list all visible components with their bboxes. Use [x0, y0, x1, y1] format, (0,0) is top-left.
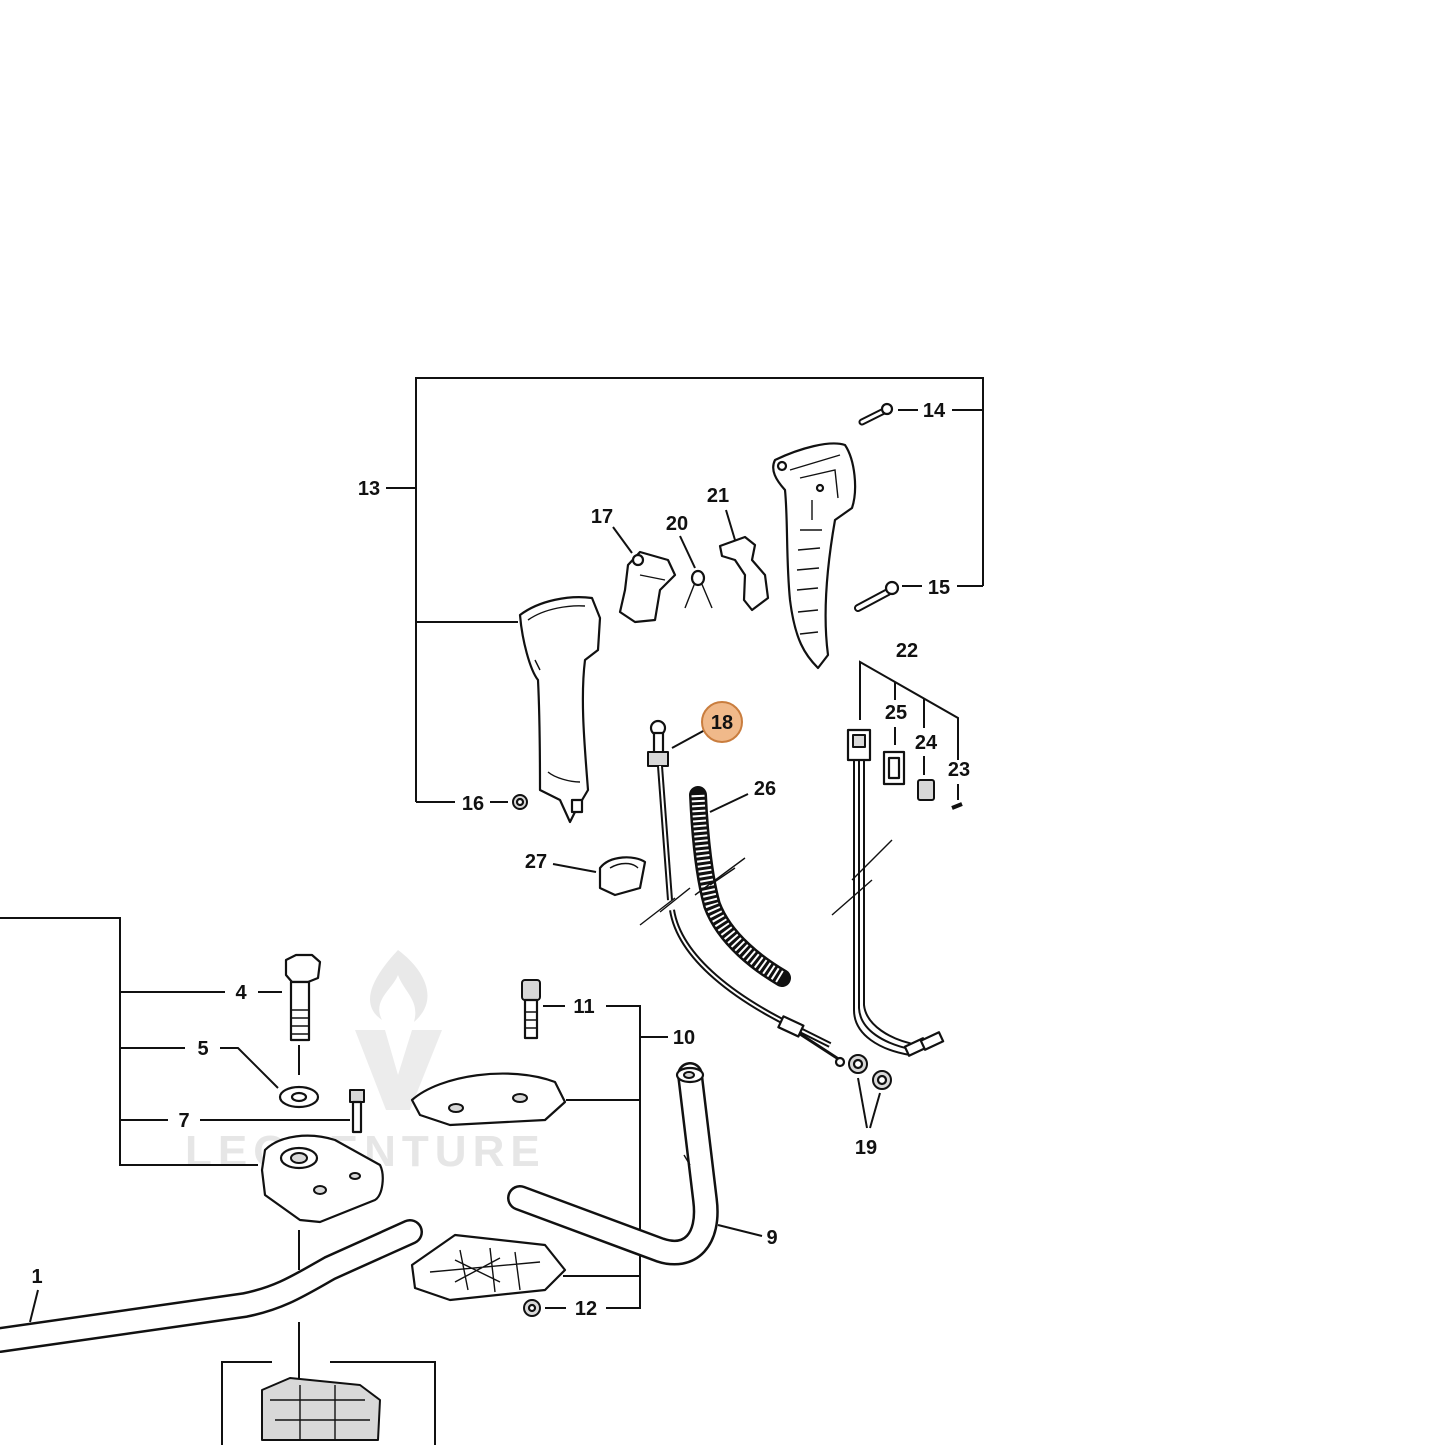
screw-part-23 [951, 802, 963, 810]
callout-15[interactable]: 15 [928, 577, 950, 599]
callout-1[interactable]: 1 [31, 1266, 42, 1288]
plate-part-25 [882, 750, 906, 786]
screw-part-11 [521, 979, 541, 1040]
callout-11[interactable]: 11 [573, 996, 594, 1018]
callout-17[interactable]: 17 [591, 506, 613, 528]
trigger-part-21 [718, 535, 770, 612]
callout-4[interactable]: 4 [235, 982, 247, 1004]
lever-part-17 [618, 550, 677, 624]
nut-part-16 [512, 794, 528, 810]
block-part-24 [917, 779, 935, 801]
callout-16[interactable]: 16 [462, 793, 484, 815]
callout-7[interactable]: 7 [178, 1110, 189, 1132]
callout-19[interactable]: 19 [855, 1137, 877, 1159]
callout-10[interactable]: 10 [673, 1027, 695, 1049]
callout-24[interactable]: 24 [915, 732, 938, 754]
clamp-block-upper [260, 1134, 384, 1224]
clip-part-27 [598, 856, 647, 897]
callout-13[interactable]: 13 [358, 478, 380, 500]
throttle-cable-part-18 [639, 719, 846, 1068]
screw-part-7 [349, 1089, 365, 1134]
assembly-bracket-13 [386, 377, 984, 803]
assembly-bracket-left [0, 917, 350, 1166]
callout-27[interactable]: 27 [525, 851, 547, 873]
clamp-block-lower [221, 1230, 436, 1445]
callout-22[interactable]: 22 [896, 640, 918, 662]
bolt-part-4 [284, 953, 322, 1042]
leader-lines [552, 509, 749, 873]
callout-labels: 13 14 15 16 17 18 19 20 21 22 23 24 25 2… [31, 400, 970, 1320]
callout-25[interactable]: 25 [885, 702, 907, 724]
screw-part-14 [858, 402, 894, 426]
nut-part-12 [523, 1299, 541, 1317]
handle-half-right [772, 442, 857, 670]
callout-21[interactable]: 21 [707, 485, 729, 507]
callout-20[interactable]: 20 [666, 513, 688, 535]
callout-18[interactable]: 18 [711, 712, 733, 734]
callout-14[interactable]: 14 [923, 400, 946, 422]
callout-12[interactable]: 12 [575, 1298, 597, 1320]
callout-9[interactable]: 9 [766, 1227, 777, 1249]
corrugated-tube-part-26 [689, 786, 791, 987]
assembly-bracket-10 [543, 1005, 668, 1309]
spring-part-20 [684, 569, 713, 609]
washer-part-5 [278, 1085, 320, 1109]
callout-26[interactable]: 26 [754, 778, 776, 800]
nuts-part-19 [848, 1054, 892, 1129]
screw-part-15 [854, 580, 900, 612]
callout-23[interactable]: 23 [948, 759, 970, 781]
clamp-upper-part-10 [410, 1072, 567, 1127]
handle-half-left [518, 596, 602, 824]
assembly-bracket-22 [859, 660, 959, 800]
clamp-lower-part-10 [410, 1233, 567, 1302]
tube-part-1 [0, 1219, 423, 1353]
wire-harness-part-22 [831, 728, 945, 1057]
callout-5[interactable]: 5 [197, 1038, 208, 1060]
handle-bar-part-9 [507, 1062, 763, 1266]
highlight-circle-18[interactable] [701, 701, 743, 743]
